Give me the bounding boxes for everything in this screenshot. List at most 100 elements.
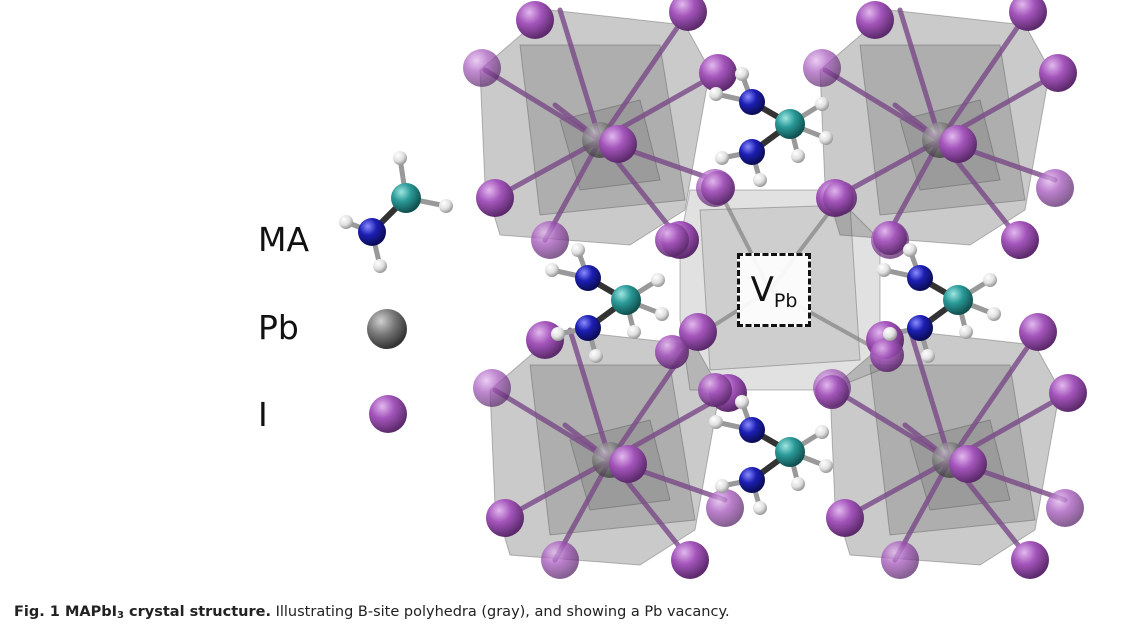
i-atom bbox=[531, 221, 569, 259]
c-atom bbox=[775, 109, 805, 139]
i-atom bbox=[679, 313, 717, 351]
i-atom bbox=[803, 49, 841, 87]
i-atom bbox=[669, 0, 707, 31]
h-atom bbox=[715, 151, 729, 165]
i-atom bbox=[870, 338, 904, 372]
i-atom bbox=[826, 499, 864, 537]
legend-label-i: I bbox=[258, 395, 268, 434]
c-atom bbox=[775, 437, 805, 467]
i-atom bbox=[369, 395, 407, 433]
bond bbox=[597, 9, 691, 143]
n-atom bbox=[575, 265, 601, 291]
h-atom bbox=[373, 259, 387, 273]
figure-caption: Fig. 1 MAPbI3 crystal structure. Illustr… bbox=[14, 604, 1114, 621]
i-atom bbox=[856, 1, 894, 39]
n-atom bbox=[739, 139, 765, 165]
h-atom bbox=[791, 149, 805, 163]
bond bbox=[947, 329, 1041, 463]
h-atom bbox=[819, 131, 833, 145]
h-atom bbox=[651, 273, 665, 287]
i-atom bbox=[823, 181, 857, 215]
vacancy-subscript: Pb bbox=[773, 290, 798, 312]
n-atom bbox=[907, 265, 933, 291]
i-atom bbox=[1001, 221, 1039, 259]
i-atom bbox=[655, 335, 689, 369]
h-atom bbox=[709, 87, 723, 101]
caption-body: Illustrating B-site polyhedra (gray), an… bbox=[270, 604, 730, 620]
h-atom bbox=[753, 173, 767, 187]
crystal-structure-figure bbox=[339, 0, 1087, 579]
h-atom bbox=[735, 395, 749, 409]
n-atom bbox=[907, 315, 933, 341]
h-atom bbox=[753, 501, 767, 515]
n-atom bbox=[739, 417, 765, 443]
h-atom bbox=[877, 263, 891, 277]
h-atom bbox=[987, 307, 1001, 321]
c-atom bbox=[611, 285, 641, 315]
h-atom bbox=[791, 477, 805, 491]
i-atom bbox=[1019, 313, 1057, 351]
bond bbox=[832, 387, 953, 463]
h-atom bbox=[439, 199, 453, 213]
bond bbox=[847, 457, 953, 518]
h-atom bbox=[545, 263, 559, 277]
i-atom bbox=[706, 489, 744, 527]
h-atom bbox=[715, 479, 729, 493]
i-atom bbox=[655, 223, 689, 257]
h-atom bbox=[571, 243, 585, 257]
atoms-layer bbox=[463, 0, 1087, 579]
pb-atom bbox=[367, 309, 407, 349]
bond bbox=[937, 9, 1031, 143]
bond bbox=[507, 457, 613, 518]
h-atom bbox=[551, 327, 565, 341]
h-atom bbox=[903, 243, 917, 257]
h-atom bbox=[627, 325, 641, 339]
i-atom bbox=[698, 373, 732, 407]
h-atom bbox=[819, 459, 833, 473]
i-atom bbox=[1049, 374, 1087, 412]
h-atom bbox=[393, 151, 407, 165]
i-atom bbox=[473, 369, 511, 407]
n-atom bbox=[739, 467, 765, 493]
h-atom bbox=[709, 415, 723, 429]
i-atom bbox=[949, 445, 987, 483]
bond bbox=[837, 137, 943, 198]
i-atom bbox=[463, 49, 501, 87]
legend-label-pb: Pb bbox=[258, 308, 299, 347]
n-atom bbox=[358, 218, 386, 246]
n-atom bbox=[575, 315, 601, 341]
i-atom bbox=[516, 1, 554, 39]
i-atom bbox=[1046, 489, 1084, 527]
i-atom bbox=[881, 541, 919, 579]
h-atom bbox=[921, 349, 935, 363]
bond bbox=[897, 7, 943, 143]
c-atom bbox=[943, 285, 973, 315]
bond bbox=[907, 327, 953, 463]
bond bbox=[567, 327, 613, 463]
legend-atoms bbox=[339, 151, 453, 433]
bond bbox=[497, 137, 603, 198]
h-atom bbox=[655, 307, 669, 321]
i-atom bbox=[609, 445, 647, 483]
i-atom bbox=[699, 54, 737, 92]
i-atom bbox=[486, 499, 524, 537]
i-atom bbox=[541, 541, 579, 579]
i-atom bbox=[815, 375, 849, 409]
bond bbox=[557, 7, 603, 143]
i-atom bbox=[671, 541, 709, 579]
h-atom bbox=[983, 273, 997, 287]
c-atom bbox=[391, 183, 421, 213]
i-atom bbox=[1011, 541, 1049, 579]
h-atom bbox=[735, 67, 749, 81]
i-atom bbox=[1009, 0, 1047, 31]
legend-label-ma: MA bbox=[258, 220, 310, 259]
bond bbox=[492, 387, 613, 463]
n-atom bbox=[739, 89, 765, 115]
i-atom bbox=[476, 179, 514, 217]
bond bbox=[482, 67, 603, 143]
h-atom bbox=[883, 327, 897, 341]
vacancy-symbol: V bbox=[750, 270, 774, 310]
h-atom bbox=[815, 425, 829, 439]
h-atom bbox=[339, 215, 353, 229]
i-atom bbox=[701, 171, 735, 205]
